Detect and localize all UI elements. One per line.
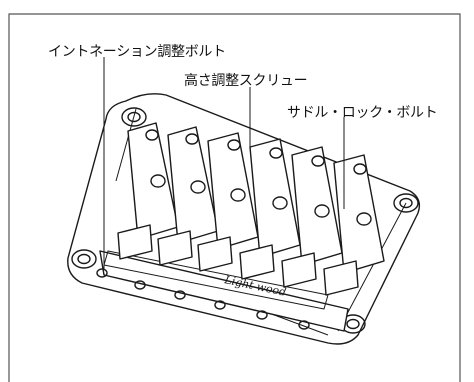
- saddle-1: [117, 122, 179, 260]
- label-height-screw: 高さ調整スクリュー: [184, 73, 308, 89]
- intonation-holes: [96, 268, 310, 330]
- front-face: [99, 250, 349, 332]
- saddle-2: [157, 126, 219, 266]
- diagram-frame: Light wood イントネーション調整ボルト 高さ調整スクリュー サドル・ロ…: [8, 13, 461, 382]
- mount-hole-top-left: [121, 107, 147, 127]
- saddle-6: [323, 154, 385, 296]
- guitar-bridge-illustration: Light wood: [8, 13, 461, 382]
- saddle-3: [197, 132, 259, 272]
- mount-hole-bottom-left: [71, 249, 97, 269]
- frame-border: [8, 13, 461, 382]
- label-intonation-bolt: イントネーション調整ボルト: [48, 44, 226, 60]
- saddle-4: [239, 138, 301, 280]
- engraving-plate: [103, 250, 329, 310]
- label-saddle-lock-bolt: サドル・ロック・ボルト: [287, 105, 438, 121]
- mount-hole-top-right: [393, 193, 419, 213]
